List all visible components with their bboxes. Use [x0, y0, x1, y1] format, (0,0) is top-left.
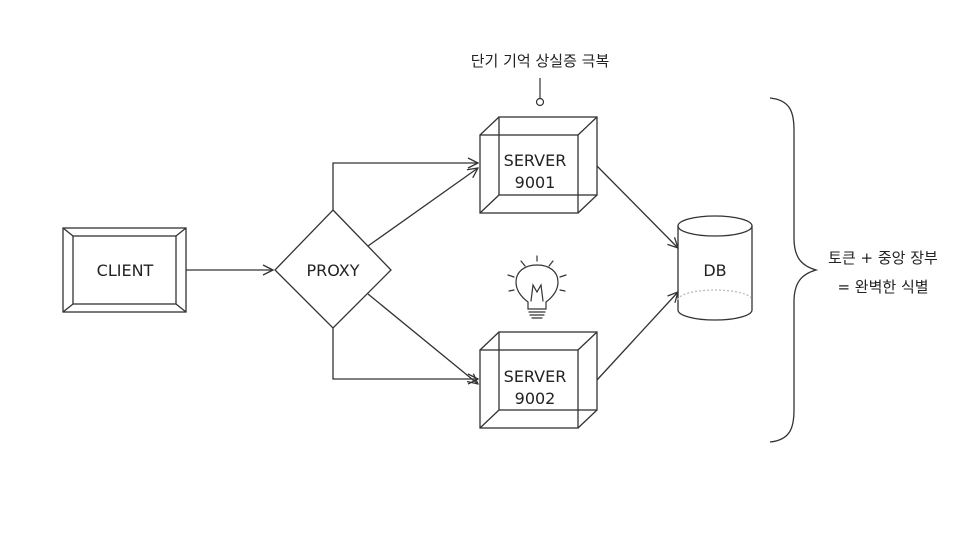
arrow-server-9002-to-db: [596, 292, 678, 381]
arrow-server-9001-to-db: [596, 165, 678, 248]
arrow-proxy-to-server-9002-elbow: [332, 328, 478, 379]
curly-brace: [769, 97, 819, 443]
db-label: DB: [703, 261, 726, 280]
arrow-proxy-to-server-9001: [367, 168, 478, 247]
arrow-proxy-to-server-9001-elbow: [332, 163, 478, 210]
server-9002-port: 9002: [515, 389, 556, 408]
note-pin-dot: [535, 97, 545, 107]
db-node: [677, 215, 753, 321]
server-9001-port: 9001: [515, 173, 556, 192]
lightbulb-icon: [507, 255, 567, 319]
arrow-proxy-to-server-9002: [367, 293, 478, 384]
proxy-label: PROXY: [306, 261, 359, 280]
brace-note-line1: 토큰 + 중앙 장부: [828, 249, 938, 267]
brace-note-line2: = 완벽한 식별: [837, 278, 928, 296]
server-9002-title: SERVER: [504, 367, 567, 386]
server-9001-title: SERVER: [504, 151, 567, 170]
server-9002-node: [479, 331, 598, 429]
client-label: CLIENT: [97, 261, 154, 280]
top-note: 단기 기억 상실증 극복: [471, 52, 610, 70]
server-9001-node: [479, 116, 598, 214]
